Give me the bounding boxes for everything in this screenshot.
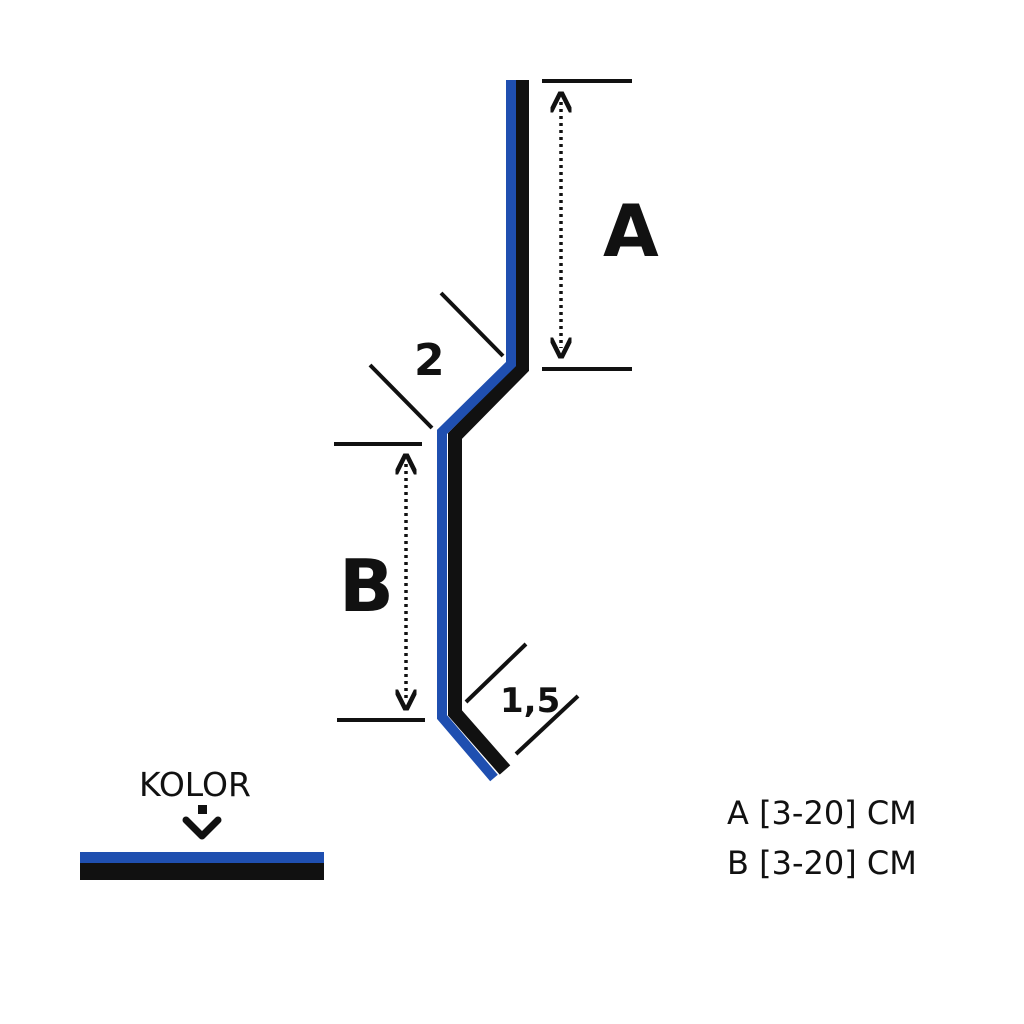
dim-2-tick-lower bbox=[368, 363, 434, 430]
label-segment-1-5: 1,5 bbox=[500, 681, 560, 721]
kolor-sample-blue bbox=[80, 852, 324, 863]
kolor-sample-black bbox=[80, 863, 324, 880]
dim-2-tick-upper bbox=[439, 291, 505, 358]
kolor-arrow-icon bbox=[182, 816, 222, 840]
kolor-arrow-dot bbox=[198, 805, 207, 814]
dim-15-tick-lower bbox=[514, 694, 580, 756]
label-a: A bbox=[603, 189, 659, 273]
spec-a: A [3-20] CM bbox=[727, 794, 917, 832]
profile-blue-layer bbox=[437, 80, 516, 782]
kolor-label: KOLOR bbox=[139, 765, 251, 804]
label-b: B bbox=[339, 544, 394, 628]
spec-b: B [3-20] CM bbox=[727, 844, 917, 882]
dimension-specs: A [3-20] CM B [3-20] CM bbox=[727, 788, 917, 888]
profile-black-layer bbox=[448, 80, 529, 775]
label-segment-2: 2 bbox=[414, 335, 445, 386]
dim-15-tick-upper bbox=[464, 642, 528, 704]
